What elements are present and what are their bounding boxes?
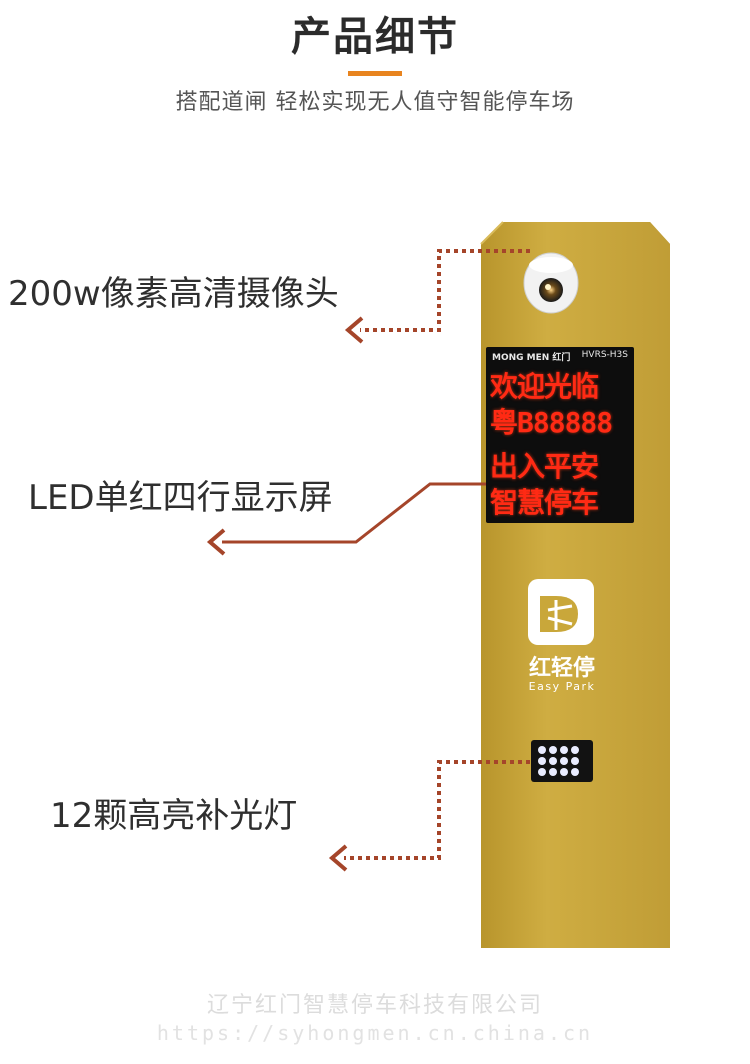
fill-light-label: 12颗高亮补光灯 [50, 796, 298, 836]
page-title: 产品细节 [291, 14, 459, 60]
camera-label: 200w像素高清摄像头 [8, 274, 339, 314]
led-line-1: 欢迎光临 [490, 370, 599, 403]
led-line-4: 智慧停车 [490, 486, 599, 519]
dragonfly-icon [528, 579, 594, 645]
led-line-3: 出入平安 [490, 450, 599, 483]
fill-light-icon [531, 740, 593, 782]
title-accent-bar [348, 71, 402, 76]
led-model: HVRS-H3S [581, 350, 628, 360]
brand-subtitle: Easy Park [528, 680, 596, 693]
fill-light-callout-line [344, 760, 530, 860]
fill-light-callout-arrow [328, 844, 348, 872]
watermark-url: https://syhongmen.cn.china.cn [156, 1021, 594, 1045]
led-label: LED单红四行显示屏 [28, 478, 333, 518]
led-callout-arrow [206, 528, 226, 556]
camera-callout-arrow [344, 316, 364, 344]
camera-icon [523, 252, 579, 314]
led-brand: MONG MEN 红门 [492, 353, 571, 363]
camera-callout-line [360, 249, 530, 332]
led-screen: MONG MEN 红门 HVRS-H3S 欢迎光临 粤B88888 出入平安 智… [486, 347, 634, 523]
watermark-company: 辽宁红门智慧停车科技有限公司 [206, 993, 543, 1018]
brand-name: 红轻停 [528, 656, 595, 681]
page-subtitle: 搭配道闸 轻松实现无人值守智能停车场 [175, 90, 575, 115]
led-line-2: 粤B88888 [490, 406, 613, 439]
